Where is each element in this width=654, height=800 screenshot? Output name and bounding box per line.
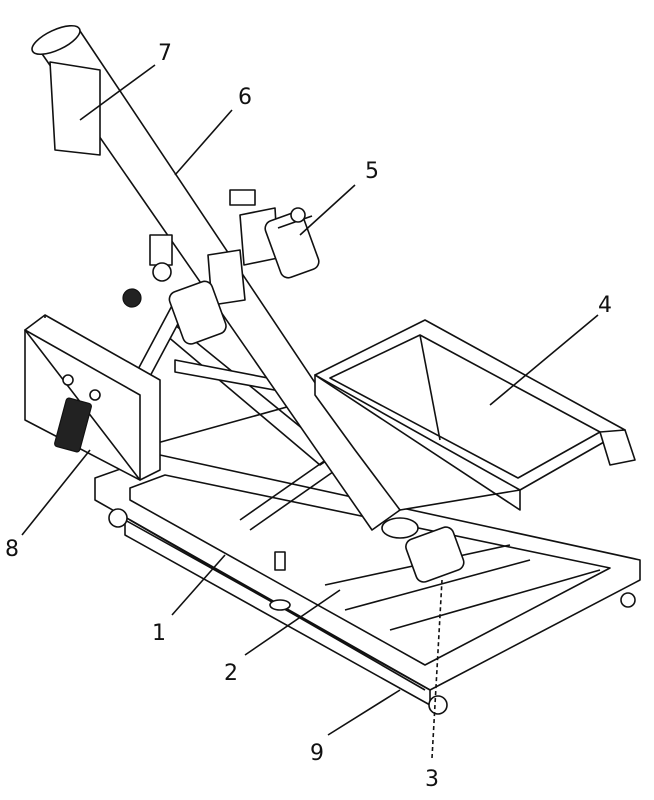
- discharge-chute: [49, 61, 101, 156]
- hopper: [314, 319, 636, 511]
- lower-motor: [381, 517, 465, 583]
- support-struts: [134, 299, 351, 531]
- label-3: 3: [425, 767, 439, 792]
- label-4: 4: [598, 293, 612, 318]
- middle-motor: [122, 234, 227, 345]
- label-7: 7: [158, 41, 172, 66]
- frame: [94, 454, 641, 715]
- conveyor-tube: [31, 24, 401, 531]
- label-6: 6: [238, 85, 252, 110]
- label-9: 9: [310, 741, 324, 766]
- leader-lines: [21, 64, 599, 759]
- control-box: [24, 314, 161, 481]
- label-8: 8: [5, 537, 19, 562]
- label-5: 5: [365, 159, 379, 184]
- label-1: 1: [152, 621, 166, 646]
- label-2: 2: [224, 661, 238, 686]
- upper-motor: [229, 189, 320, 279]
